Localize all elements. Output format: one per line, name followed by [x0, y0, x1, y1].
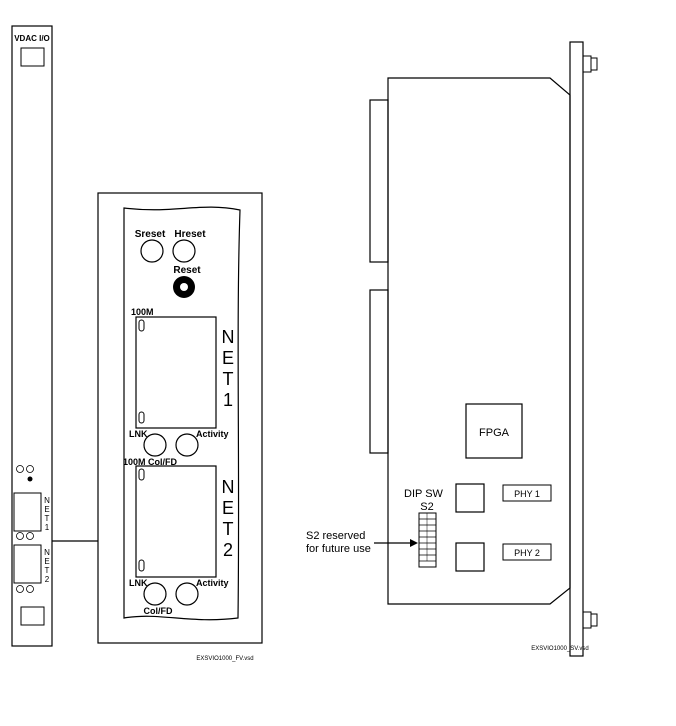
strip-reset-button — [27, 476, 33, 482]
phy1-chip — [455, 483, 485, 513]
reset-label: Reset — [173, 265, 201, 276]
top-screw — [590, 57, 598, 71]
strip-top-handle — [20, 47, 45, 67]
svg-text:N: N — [44, 548, 50, 557]
net2-letters: N E T 2 — [222, 477, 235, 560]
net1-led-lnk — [138, 411, 145, 424]
net1-letters: N E T 1 — [222, 327, 235, 410]
front-view-zoom: Sreset Hreset Reset 100M N E T 1 LNK Act… — [97, 192, 263, 662]
svg-text:E: E — [44, 557, 49, 566]
svg-text:1: 1 — [45, 523, 50, 532]
svg-text:T: T — [223, 369, 234, 389]
strip-hreset-button — [26, 465, 34, 473]
hreset-button — [172, 239, 196, 263]
sreset-label: Sreset — [135, 229, 166, 240]
hreset-label: Hreset — [174, 229, 206, 240]
bottom-screw — [590, 613, 598, 627]
net2-port — [135, 465, 217, 578]
phy2-label: PHY 2 — [514, 548, 540, 558]
front-panel-strip: VDAC I/O N E T 1 N E T 2 — [11, 25, 53, 647]
strip-net1-letters: N E T 1 — [44, 496, 50, 532]
svg-text:N: N — [222, 327, 235, 347]
svg-text:T: T — [223, 519, 234, 539]
strip-bottom-handle — [20, 606, 45, 626]
net2-colfd-label: Col/FD — [144, 606, 173, 616]
s2-label: S2 — [420, 501, 433, 513]
connector-upper — [369, 99, 389, 263]
net1-port — [135, 316, 217, 429]
svg-text:E: E — [222, 498, 234, 518]
svg-text:2: 2 — [45, 575, 50, 584]
net2-led-lnk — [138, 559, 145, 572]
dip-switch-s2 — [418, 512, 437, 568]
sreset-button — [140, 239, 164, 263]
svg-text:1: 1 — [223, 390, 233, 410]
panel-bracket — [569, 41, 584, 657]
net1-lnk-led — [143, 433, 167, 457]
net2-lnk-led — [143, 582, 167, 606]
strip-sreset-button — [16, 465, 24, 473]
strip-net2-letters: N E T 2 — [44, 548, 50, 584]
board-outline — [387, 77, 571, 605]
s2-note-arrowhead — [410, 539, 418, 547]
net2-lnk-label: LNK — [129, 578, 148, 588]
net2-speed-col-label: 100M Col/FD — [123, 457, 178, 467]
svg-text:E: E — [44, 505, 49, 514]
strip-net2-port — [13, 544, 42, 584]
front-panel-outline — [123, 206, 241, 621]
net1-led-100m — [138, 319, 145, 332]
strip-title: VDAC I/O — [14, 34, 50, 43]
net2-led-100m — [138, 468, 145, 481]
svg-text:N: N — [44, 496, 50, 505]
dip-sw-label: DIP SW — [404, 488, 444, 500]
net1-lnk-label: LNK — [129, 429, 148, 439]
front-view-filename: EXSVIO1000_FV.vsd — [196, 656, 253, 662]
side-view: FPGA DIP SW S2 PHY 1 PHY 2 S2 reserved f… — [306, 41, 598, 657]
side-view-filename: EXSVIO1000_SV.vsd — [531, 646, 588, 652]
front-view-frame — [97, 192, 263, 644]
strip-net1-port — [13, 492, 42, 532]
svg-text:T: T — [45, 514, 50, 523]
net2-activity-led — [175, 582, 199, 606]
phy2-box — [502, 543, 552, 561]
net2-activity-label: Activity — [196, 578, 229, 588]
net1-activity-led — [175, 433, 199, 457]
connector-lower — [369, 289, 389, 454]
svg-text:E: E — [222, 348, 234, 368]
s2-note-line2: for future use — [306, 543, 371, 555]
fpga-label: FPGA — [479, 427, 510, 439]
phy1-label: PHY 1 — [514, 489, 540, 499]
s2-note-line1: S2 reserved — [306, 530, 365, 542]
fpga-chip — [465, 403, 523, 459]
phy1-box — [502, 484, 552, 502]
svg-text:2: 2 — [223, 540, 233, 560]
svg-text:N: N — [222, 477, 235, 497]
net1-activity-label: Activity — [196, 429, 229, 439]
phy2-chip — [455, 542, 485, 572]
net1-speed-label: 100M — [131, 307, 154, 317]
svg-text:T: T — [45, 566, 50, 575]
